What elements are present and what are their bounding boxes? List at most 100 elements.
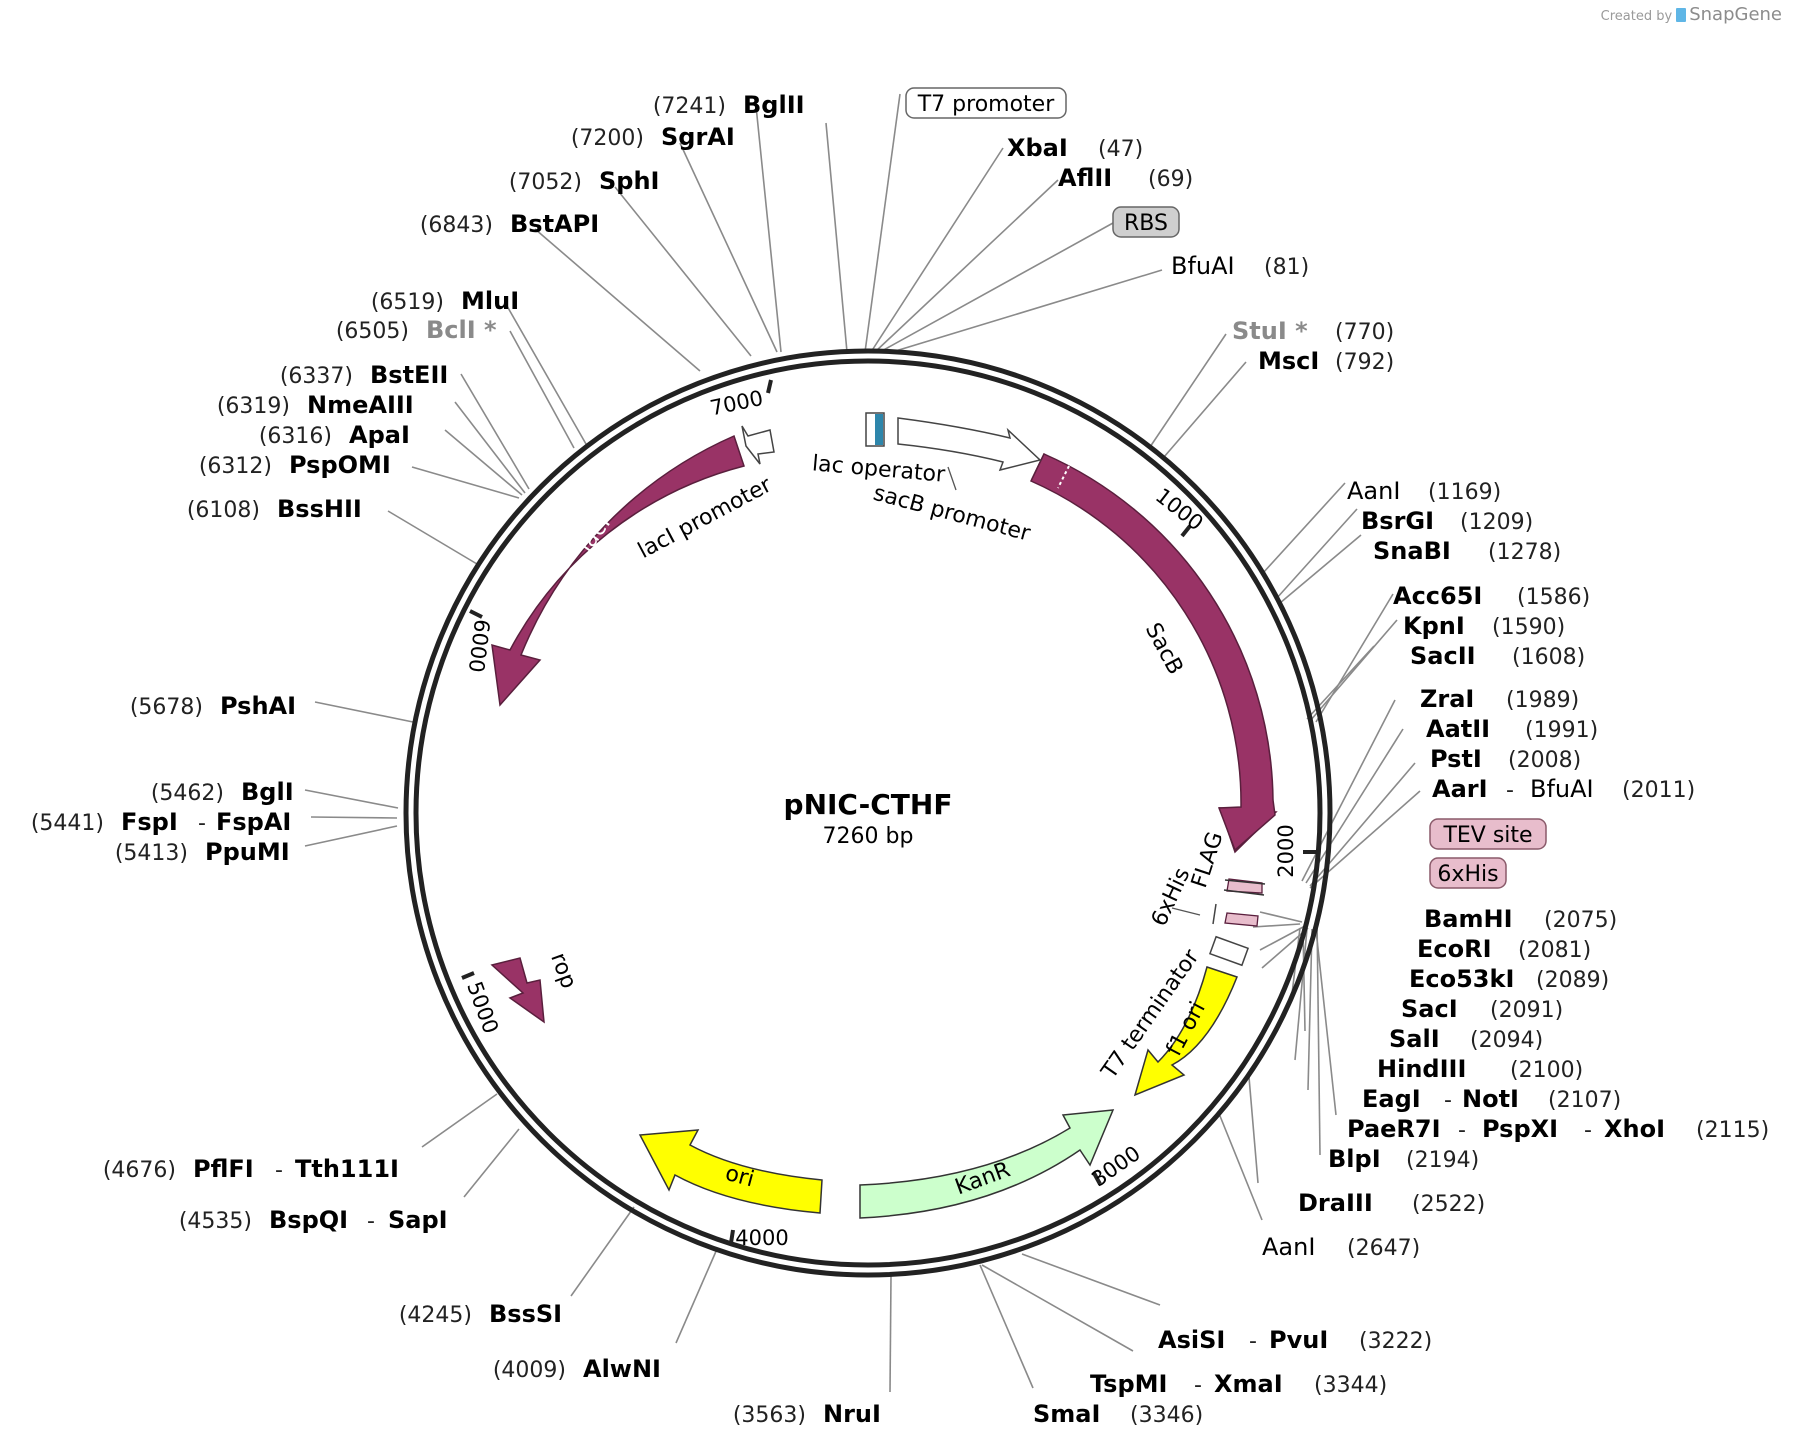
- svg-text:SalI: SalI: [1389, 1025, 1440, 1053]
- svg-text:MscI: MscI: [1258, 347, 1319, 375]
- site-saci[interactable]: SacI(2091): [1401, 995, 1563, 1023]
- site-acc65i[interactable]: Acc65I(1586): [1393, 582, 1590, 610]
- flag-feature[interactable]: [1223, 878, 1266, 896]
- svg-text:(2089): (2089): [1536, 968, 1609, 993]
- site-nmeaiii[interactable]: (6319)NmeAIII: [217, 391, 414, 419]
- site-psti[interactable]: PstI(2008): [1430, 745, 1581, 773]
- site-sphi[interactable]: (7052)SphI: [509, 167, 660, 195]
- site-aani-2647[interactable]: AanI(2647): [1262, 1233, 1420, 1261]
- site-smai[interactable]: SmaI(3346): [1033, 1400, 1203, 1428]
- svg-text:Acc65I: Acc65I: [1393, 582, 1482, 610]
- plasmid-length: 7260 bp: [823, 824, 914, 849]
- site-eco53ki[interactable]: Eco53kI(2089): [1409, 965, 1609, 993]
- site-asisi[interactable]: AsiSI-PvuI(3222): [1158, 1326, 1432, 1354]
- rbs-tag[interactable]: RBS: [1112, 206, 1180, 238]
- svg-text:(1209): (1209): [1460, 510, 1533, 535]
- restriction-sites: (7241)BglII (7200)SgrAI (7052)SphI (6843…: [31, 91, 1769, 1428]
- ori-arrow[interactable]: [638, 1129, 823, 1214]
- svg-text:PvuI: PvuI: [1269, 1326, 1328, 1354]
- svg-text:PstI: PstI: [1430, 745, 1482, 773]
- site-zrai[interactable]: ZraI(1989): [1420, 685, 1579, 713]
- svg-text:-: -: [1506, 778, 1514, 803]
- site-bspqi[interactable]: (4535)BspQI-SapI: [179, 1206, 448, 1234]
- svg-text:(2100): (2100): [1510, 1058, 1583, 1083]
- site-sali[interactable]: SalI(2094): [1389, 1025, 1543, 1053]
- svg-text:SgrAI: SgrAI: [661, 123, 735, 151]
- site-bgli[interactable]: (5462)BglI: [151, 778, 294, 806]
- site-hindiii[interactable]: HindIII (2100): [1377, 1055, 1583, 1083]
- site-ppumi[interactable]: (5413)PpuMI: [115, 838, 290, 866]
- svg-text:(6519): (6519): [371, 290, 444, 315]
- flag-label: FLAG: [1187, 829, 1228, 891]
- svg-text:NmeAIII: NmeAIII: [307, 391, 414, 419]
- rbs-label: RBS: [1124, 211, 1168, 236]
- kanr-arrow[interactable]: [859, 1109, 1115, 1219]
- svg-text:(3563): (3563): [733, 1403, 806, 1428]
- svg-text:BclI *: BclI *: [426, 316, 497, 344]
- sacb-promoter-arrow[interactable]: [897, 417, 1042, 472]
- site-bsssi[interactable]: (4245)BssSI: [399, 1300, 562, 1328]
- svg-text:SphI: SphI: [599, 167, 659, 195]
- site-blpi[interactable]: BlpI(2194): [1328, 1145, 1479, 1173]
- svg-text:-: -: [275, 1158, 283, 1183]
- site-fspi[interactable]: (5441)FspI-FspAI: [31, 808, 292, 836]
- svg-text:PpuMI: PpuMI: [205, 838, 290, 866]
- svg-text:(1608): (1608): [1512, 645, 1585, 670]
- site-ecori[interactable]: EcoRI(2081): [1417, 935, 1591, 963]
- site-stui[interactable]: StuI *(770): [1232, 317, 1394, 345]
- svg-text:(2081): (2081): [1518, 938, 1591, 963]
- f1-ori-arrow[interactable]: [1133, 966, 1238, 1097]
- svg-text:BssHII: BssHII: [277, 495, 362, 523]
- site-bsteii[interactable]: (6337)BstEII: [280, 361, 448, 389]
- lac-operator-line: [947, 466, 957, 491]
- site-aatii[interactable]: AatII(1991): [1426, 715, 1598, 743]
- site-bglii[interactable]: (7241)BglII: [653, 91, 805, 119]
- svg-text:ZraI: ZraI: [1420, 685, 1474, 713]
- svg-text:HindIII: HindIII: [1377, 1055, 1466, 1083]
- rop-arrow[interactable]: [490, 957, 545, 1024]
- site-bstapi[interactable]: (6843)BstAPI: [420, 210, 599, 238]
- site-msci[interactable]: MscI(792): [1258, 347, 1394, 375]
- laci-arrow[interactable]: [491, 434, 745, 707]
- site-bsshii[interactable]: (6108)BssHII: [187, 495, 362, 523]
- svg-text:PflFI: PflFI: [193, 1155, 254, 1183]
- site-bsrgi[interactable]: BsrGI(1209): [1361, 507, 1533, 535]
- t7-promoter-tag[interactable]: T7 promoter: [905, 87, 1067, 119]
- svg-text:AanI: AanI: [1262, 1233, 1315, 1261]
- site-pflfi[interactable]: (4676)PflFI-Tth111I: [103, 1155, 399, 1183]
- his6-tag[interactable]: 6xHis: [1429, 857, 1507, 889]
- svg-text:PaeR7I: PaeR7I: [1347, 1115, 1441, 1143]
- site-tspmi[interactable]: TspMI-XmaI(3344): [1090, 1370, 1387, 1398]
- site-aari[interactable]: AarI-BfuAI(2011): [1432, 775, 1695, 803]
- site-bamhi[interactable]: BamHI(2075): [1424, 905, 1617, 933]
- t7-terminator-box[interactable]: [1208, 935, 1250, 967]
- site-aflii[interactable]: AflII(69): [1058, 164, 1193, 192]
- credit-brand: SnapGene: [1689, 4, 1782, 25]
- site-pshai[interactable]: (5678)PshAI: [130, 692, 296, 720]
- site-sacii[interactable]: SacII(1608): [1410, 642, 1585, 670]
- site-nrui[interactable]: (3563)NruI: [733, 1400, 881, 1428]
- site-bfuai-81[interactable]: BfuAI(81): [1171, 252, 1309, 280]
- svg-text:AlwNI: AlwNI: [583, 1355, 661, 1383]
- site-xbai[interactable]: XbaI(47): [1007, 134, 1143, 162]
- site-eagi[interactable]: EagI-NotI(2107): [1362, 1085, 1621, 1113]
- laci-promoter-arrow[interactable]: [741, 425, 775, 465]
- tev-site-tag[interactable]: TEV site: [1429, 818, 1547, 850]
- site-pspomi[interactable]: (6312)PspOMI: [199, 451, 391, 479]
- svg-text:(3222): (3222): [1359, 1329, 1432, 1354]
- site-bcli[interactable]: (6505)BclI *: [336, 316, 497, 344]
- svg-text:PshAI: PshAI: [220, 692, 296, 720]
- site-kpni[interactable]: KpnI(1590): [1403, 612, 1565, 640]
- tev-site-label: TEV site: [1442, 823, 1532, 848]
- site-paer7i[interactable]: PaeR7I-PspXI-XhoI(2115): [1347, 1115, 1769, 1143]
- tick-label-2000: 2000: [1274, 824, 1298, 877]
- svg-text:TspMI: TspMI: [1090, 1370, 1167, 1398]
- site-alwni[interactable]: (4009)AlwNI: [493, 1355, 661, 1383]
- site-aani-1169[interactable]: AanI(1169): [1347, 477, 1501, 505]
- site-mlui[interactable]: (6519)MluI: [371, 287, 519, 315]
- site-sgrai[interactable]: (7200)SgrAI: [571, 123, 735, 151]
- site-snabi[interactable]: SnaBI(1278): [1373, 537, 1561, 565]
- his6-feature[interactable]: [1224, 912, 1259, 927]
- site-apai[interactable]: (6316)ApaI: [259, 421, 410, 449]
- site-draiii[interactable]: DraIII(2522): [1298, 1189, 1485, 1217]
